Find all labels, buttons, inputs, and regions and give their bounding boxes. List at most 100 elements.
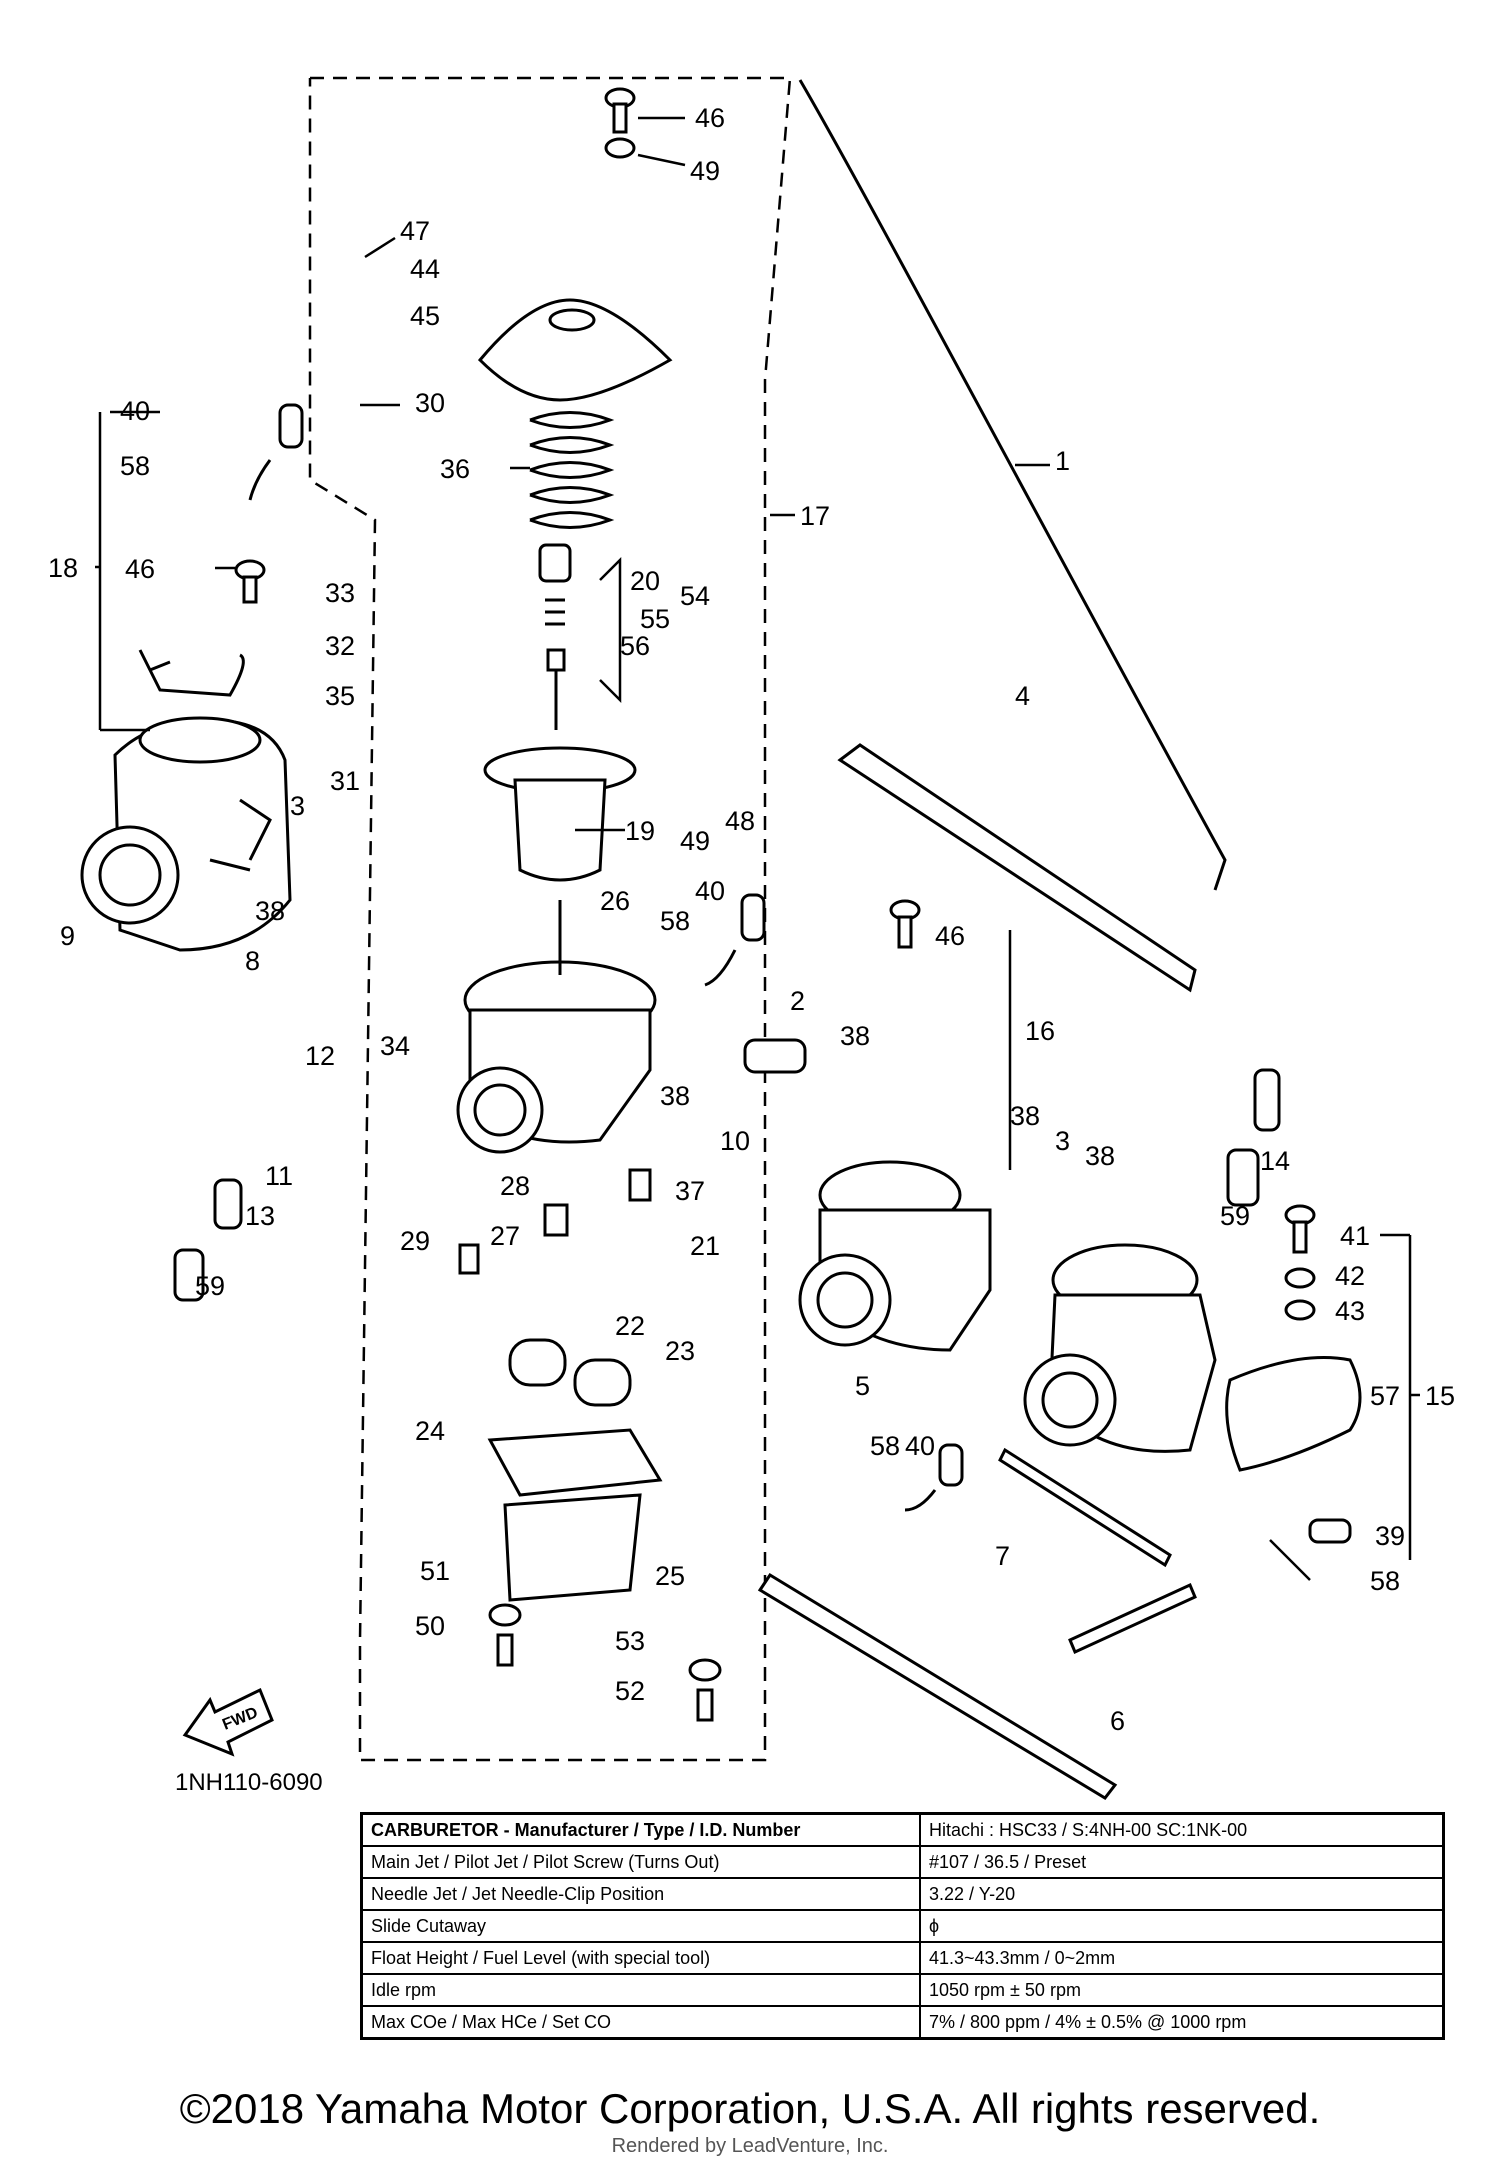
- callout-4: 4: [1015, 681, 1030, 711]
- fwd-arrow-icon: FWD: [182, 1687, 274, 1757]
- callout-19: 19: [625, 816, 655, 846]
- callout-49-mid: 49: [680, 826, 710, 856]
- callout-53: 53: [615, 1626, 645, 1656]
- hose-40-right: [904, 1443, 964, 1512]
- shaft-7: [998, 1447, 1172, 1568]
- washer-49-top: [604, 137, 636, 159]
- screw-46-top: [604, 87, 636, 134]
- assembly-boundary-17: [308, 76, 792, 1762]
- callout-39: 39: [1375, 1521, 1405, 1551]
- callout-31: 31: [330, 766, 360, 796]
- callout-27: 27: [490, 1221, 520, 1251]
- spec-row: Slide Cutaway ϕ: [360, 1909, 1445, 1943]
- callout-38-d: 38: [1010, 1101, 1040, 1131]
- callout-38-c: 38: [660, 1081, 690, 1111]
- spec-label: Main Jet / Pilot Jet / Pilot Screw (Turn…: [360, 1845, 921, 1879]
- spec-value: ϕ: [919, 1909, 1445, 1943]
- piston-valve-19: [483, 746, 637, 882]
- spec-row: Needle Jet / Jet Needle-Clip Position 3.…: [360, 1877, 1445, 1911]
- jets-center: [458, 1168, 652, 1275]
- callout-10: 10: [720, 1126, 750, 1156]
- carburetor-16: [798, 1160, 992, 1352]
- copyright-notice: ©2018 Yamaha Motor Corporation, U.S.A. A…: [179, 2085, 1321, 2132]
- callout-1: 1: [1055, 446, 1070, 476]
- spec-value: 41.3~43.3mm / 0~2mm: [919, 1941, 1445, 1975]
- spec-header-row: CARBURETOR - Manufacturer / Type / I.D. …: [360, 1812, 1445, 1847]
- carburetor-spec-table: CARBURETOR - Manufacturer / Type / I.D. …: [360, 1812, 1445, 2040]
- callout-25: 25: [655, 1561, 685, 1591]
- callout-12: 12: [305, 1041, 335, 1071]
- callout-33: 33: [325, 578, 355, 608]
- callout-38-a: 38: [255, 896, 285, 926]
- callout-41: 41: [1340, 1221, 1370, 1251]
- screws-misc: [234, 559, 1316, 1722]
- callout-50: 50: [415, 1611, 445, 1641]
- callout-5: 5: [855, 1371, 870, 1401]
- callout-17: 17: [800, 501, 830, 531]
- spec-row: Idle rpm 1050 rpm ± 50 rpm: [360, 1973, 1445, 2007]
- drawing-code: 1NH110-6090: [175, 1769, 323, 1796]
- callout-22: 22: [615, 1311, 645, 1341]
- callout-34: 34: [380, 1031, 410, 1061]
- spec-row: Max COe / Max HCe / Set CO 7% / 800 ppm …: [360, 2005, 1445, 2040]
- callout-40-right: 40: [905, 1431, 935, 1461]
- spec-value: 7% / 800 ppm / 4% ± 0.5% @ 1000 rpm: [919, 2005, 1445, 2040]
- callout-11: 11: [265, 1161, 293, 1191]
- spec-header-value: Hitachi : HSC33 / S:4NH-00 SC:1NK-00: [919, 1812, 1445, 1847]
- callout-43: 43: [1335, 1296, 1365, 1326]
- callout-32: 32: [325, 631, 355, 661]
- callout-46-right: 46: [935, 921, 965, 951]
- callout-7: 7: [995, 1541, 1010, 1571]
- callout-56: 56: [620, 631, 650, 661]
- callout-18: 18: [48, 553, 78, 583]
- callout-24: 24: [415, 1416, 445, 1446]
- callout-37: 37: [675, 1176, 705, 1206]
- callout-40-left: 40: [120, 396, 150, 426]
- render-credit: Rendered by LeadVenture, Inc.: [611, 2135, 889, 2157]
- carburetor-15: [1023, 1243, 1217, 1453]
- callout-20: 20: [630, 566, 660, 596]
- float-bowl-24: [487, 1428, 663, 1602]
- callout-58-a: 58: [120, 451, 150, 481]
- hose-40-center: [704, 893, 766, 987]
- lower-stay-bar: [757, 1572, 1118, 1800]
- callout-38-e: 38: [1085, 1141, 1115, 1171]
- callout-58-d: 58: [1370, 1566, 1400, 1596]
- callout-3-left: 3: [290, 791, 305, 821]
- spec-row: Float Height / Fuel Level (with special …: [360, 1941, 1445, 1975]
- callout-9: 9: [60, 921, 75, 951]
- upper-stay-bar: [837, 743, 1197, 993]
- spec-label: Needle Jet / Jet Needle-Clip Position: [360, 1877, 921, 1911]
- linkage-18: [138, 649, 245, 697]
- carburetor-exploded-diagram: FWD 1NH110-6090 1 2 3 3 4 5 6 7 8 9: [48, 76, 1455, 1800]
- callout-26: 26: [600, 886, 630, 916]
- callout-48: 48: [725, 806, 755, 836]
- hose-13: [173, 1178, 243, 1302]
- spec-label: Float Height / Fuel Level (with special …: [360, 1941, 921, 1975]
- callout-49-top: 49: [690, 156, 720, 186]
- fitting-2: [743, 1038, 807, 1074]
- callout-28: 28: [500, 1171, 530, 1201]
- callout-47: 47: [400, 216, 430, 246]
- callout-59-right: 59: [1220, 1201, 1250, 1231]
- callout-13: 13: [245, 1201, 275, 1231]
- callout-58-c: 58: [870, 1431, 900, 1461]
- callout-42: 42: [1335, 1261, 1365, 1291]
- callout-51: 51: [420, 1556, 450, 1586]
- callout-35: 35: [325, 681, 355, 711]
- callout-57: 57: [1370, 1381, 1400, 1411]
- callout-52: 52: [615, 1676, 645, 1706]
- callout-40-center: 40: [695, 876, 725, 906]
- spec-header-label: CARBURETOR - Manufacturer / Type / I.D. …: [360, 1812, 921, 1847]
- callout-23: 23: [665, 1336, 695, 1366]
- spec-value: #107 / 36.5 / Preset: [919, 1845, 1445, 1879]
- callout-59-left: 59: [195, 1271, 225, 1301]
- callout-46-left: 46: [125, 554, 155, 584]
- hose-14: [1226, 1068, 1281, 1207]
- callout-36: 36: [440, 454, 470, 484]
- carburetor-center: [456, 900, 657, 1154]
- leader-lines: [95, 116, 1420, 1581]
- carburetor-18-left: [80, 716, 292, 952]
- spec-label: Max COe / Max HCe / Set CO: [360, 2005, 921, 2040]
- callout-54: 54: [680, 581, 710, 611]
